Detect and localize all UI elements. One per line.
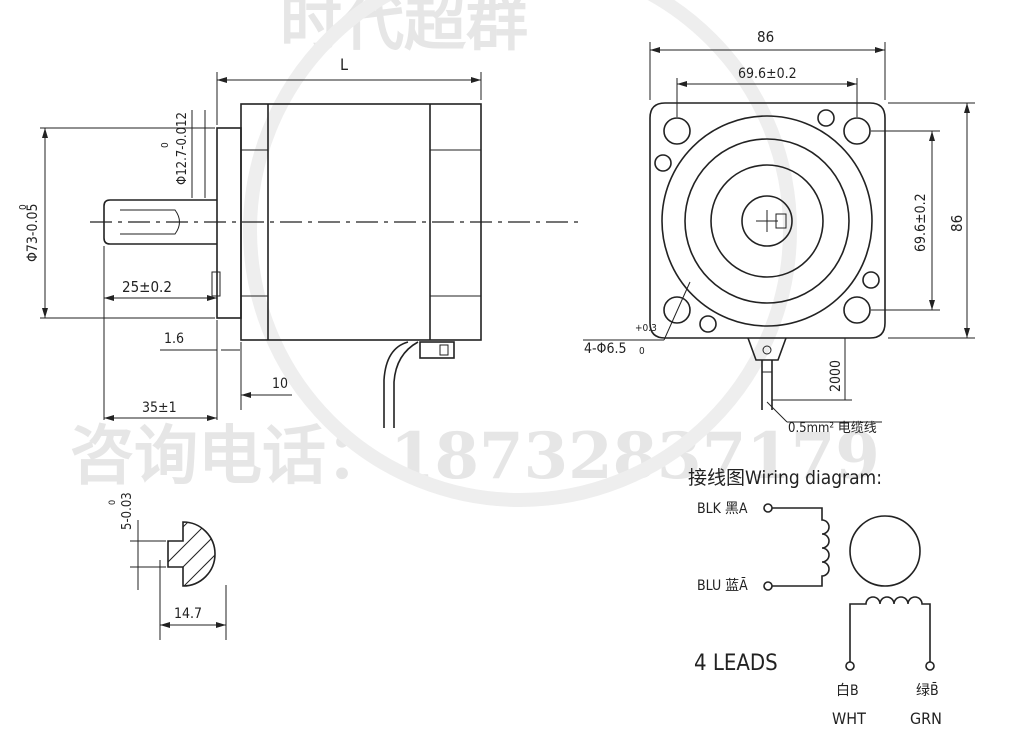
watermark-phone: 咨询电话：18732837179 <box>70 419 880 494</box>
dim-flat: 5-0.03 <box>120 492 135 530</box>
dim-front-width: 86 <box>757 28 774 46</box>
terminal-a <box>763 503 773 513</box>
front-flange <box>649 102 886 339</box>
mount-hole-bl <box>663 296 691 324</box>
dim-hole-tol-lower: 0 <box>639 346 645 357</box>
dim-shaft-dia-tol: 0 <box>160 142 171 148</box>
dim-shaft-length: 25±0.2 <box>122 278 172 296</box>
dim-overall-shaft: 35±1 <box>142 400 177 416</box>
shaft-section: 5-0.03 0 14.7 <box>108 492 227 640</box>
coil-a <box>772 507 830 587</box>
front-view: 86 69.6±0.2 86 69.6±0.2 4-Φ6.5 +0.3 0 20… <box>583 28 975 436</box>
shaft-cross-section <box>167 521 216 587</box>
dim-length: L <box>340 55 348 74</box>
screw-icon <box>654 154 672 172</box>
terminal-b-bar <box>925 661 935 671</box>
dim-hole-spacing-h: 69.6±0.2 <box>738 66 797 82</box>
dim-flange-dia: Φ73-0.05 <box>25 203 41 262</box>
lead-a-label: BLK 黑A <box>697 501 748 517</box>
front-boss <box>710 164 824 278</box>
screw-icon <box>699 315 717 333</box>
mount-hole-tl <box>663 117 691 145</box>
front-shaft <box>741 195 793 247</box>
wiring-diagram: 接线图Wiring diagram: BLK 黑A BLU 蓝Ā 白B WHT … <box>688 467 942 728</box>
screw-icon <box>817 109 835 127</box>
lead-b-label: 白B <box>836 683 859 699</box>
dim-hole-spacing-v: 69.6±0.2 <box>913 193 929 252</box>
dim-flange-thk: 10 <box>272 376 288 392</box>
dim-hole: 4-Φ6.5 <box>584 341 627 357</box>
dim-cable-length: 2000 <box>828 360 844 392</box>
cable-spec: 0.5mm² 电缆线 <box>788 420 877 436</box>
screw-icon <box>862 271 880 289</box>
rotor-symbol <box>849 515 921 587</box>
lead-a-bar-label: BLU 蓝Ā <box>697 577 748 594</box>
leads-note: 4 LEADS <box>694 651 778 676</box>
lead-b-bar-en: GRN <box>910 709 942 728</box>
flange <box>216 127 242 319</box>
wiring-title: 接线图Wiring diagram: <box>688 467 882 489</box>
dim-shaft-dia: Φ12.7-0.012 <box>175 112 190 185</box>
dim-boss: 1.6 <box>164 331 184 347</box>
terminal-b <box>845 661 855 671</box>
dim-flat-tol: 0 <box>108 500 118 505</box>
side-view: L Φ73-0.05 0 Φ12.7-0.012 0 25±0.2 1.6 10… <box>18 55 580 428</box>
lead-b-bar-label: 绿B̄ <box>916 681 939 699</box>
mount-hole-br <box>843 296 871 324</box>
dim-hole-tol-upper: +0.3 <box>635 323 657 334</box>
mount-hole-tr <box>843 117 871 145</box>
dim-flange-dia-tol: 0 <box>18 204 29 210</box>
coil-b <box>849 596 931 662</box>
dim-section-width: 14.7 <box>174 606 202 622</box>
front-ring-outer <box>661 115 873 327</box>
dim-front-height: 86 <box>948 215 966 232</box>
lead-b-en: WHT <box>832 709 866 728</box>
terminal-a-bar <box>763 581 773 591</box>
